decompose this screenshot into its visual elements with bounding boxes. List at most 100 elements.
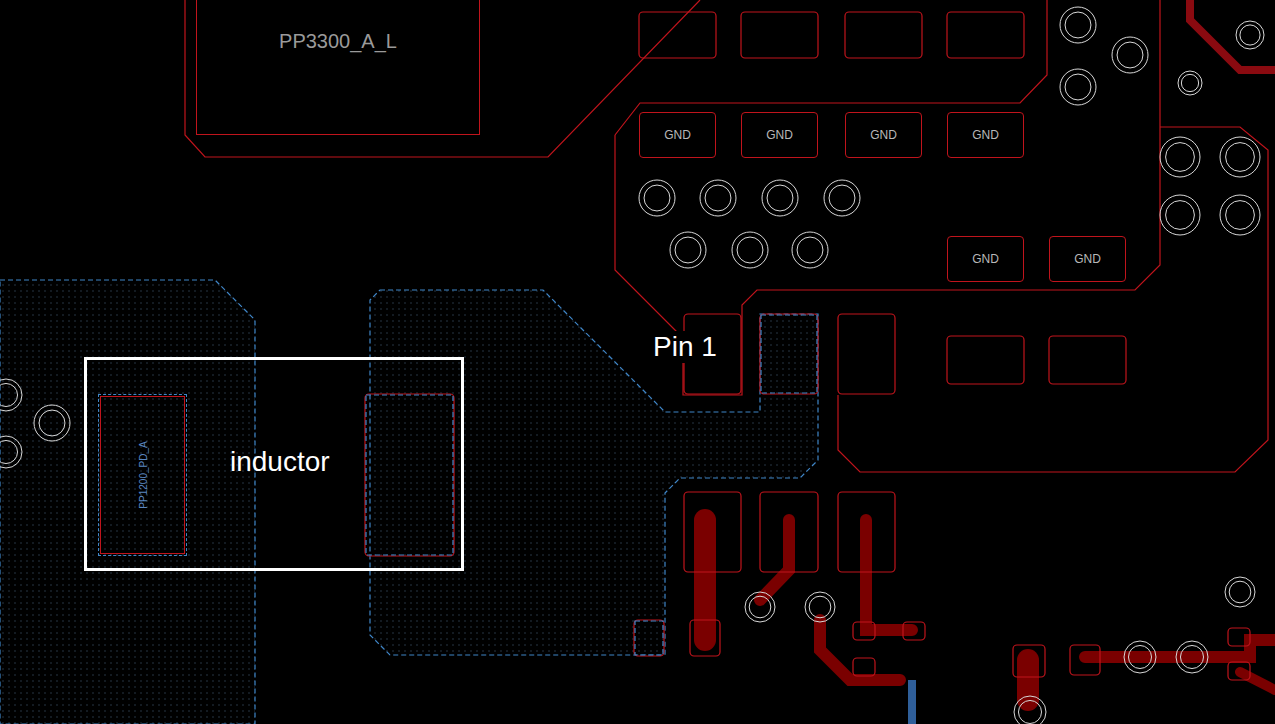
- via-drill: [797, 237, 823, 263]
- trace: [694, 520, 716, 640]
- via-drill: [809, 596, 831, 618]
- gnd-pad: GND: [845, 112, 922, 158]
- via: [639, 180, 675, 216]
- via-drill: [1229, 581, 1251, 603]
- copper-pour: [0, 280, 255, 724]
- trace: [1017, 660, 1039, 700]
- via: [1178, 71, 1202, 95]
- smd-pad: [1228, 628, 1250, 646]
- via: [1060, 7, 1096, 43]
- trace: [1085, 640, 1275, 657]
- pad-group: [365, 12, 1250, 680]
- via-drill: [1180, 645, 1203, 668]
- via-drill: [1166, 201, 1195, 230]
- via: [0, 379, 22, 411]
- via-drill: [1018, 700, 1041, 723]
- via: [1060, 69, 1096, 105]
- smd-pad: [365, 394, 454, 556]
- node-text: GND: [972, 252, 999, 266]
- via-drill: [675, 237, 701, 263]
- via: [792, 232, 828, 268]
- gnd-pad: GND: [1049, 236, 1126, 282]
- via: [805, 592, 835, 622]
- via-drill: [1128, 645, 1151, 668]
- smd-pad: [838, 492, 895, 572]
- via-drill: [644, 185, 670, 211]
- smd-pad: [853, 622, 875, 640]
- smd-pad: [639, 12, 716, 58]
- via: [1225, 577, 1255, 607]
- via-drill: [767, 185, 793, 211]
- trace: [1240, 672, 1275, 690]
- smd-pad: [1228, 662, 1250, 680]
- node-text: PP3300_A_L: [279, 30, 397, 53]
- node-text: GND: [870, 128, 897, 142]
- smd-pad: [853, 658, 875, 676]
- via: [1160, 137, 1200, 177]
- gnd-pad: GND: [639, 112, 716, 158]
- node-text: inductor: [230, 446, 330, 478]
- via: [745, 592, 775, 622]
- smd-pad: [947, 336, 1024, 384]
- gnd-pad: GND: [947, 236, 1024, 282]
- node-text: GND: [766, 128, 793, 142]
- gnd-pad: GND: [741, 112, 818, 158]
- node-text: PP1200_PD_A: [137, 441, 148, 508]
- via: [1014, 696, 1046, 724]
- trace: [760, 520, 789, 600]
- via-drill: [1166, 143, 1195, 172]
- via: [1220, 137, 1260, 177]
- pour-outline: [185, 0, 700, 157]
- pad-pour-edge: [635, 621, 663, 655]
- via-drill: [1065, 74, 1091, 100]
- via: [700, 180, 736, 216]
- via-group: [0, 7, 1264, 724]
- smd-pad: [838, 314, 895, 394]
- pad-pour-edge: [761, 315, 817, 393]
- via-drill: [737, 237, 763, 263]
- smd-pad: [845, 12, 922, 58]
- smd-pad: [760, 492, 818, 572]
- via-drill: [1181, 74, 1198, 91]
- smd-pad: [903, 622, 925, 640]
- smd-pad: [1070, 645, 1100, 675]
- smd-pad: [1049, 336, 1126, 384]
- via: [0, 436, 22, 468]
- smd-pad: [947, 12, 1024, 58]
- smd-pad: [741, 12, 818, 58]
- node-text: GND: [1074, 252, 1101, 266]
- via-drill: [1226, 143, 1255, 172]
- via-drill: [39, 410, 65, 436]
- copper-pour: [370, 290, 818, 655]
- gnd-pad: GND: [947, 112, 1024, 158]
- node-text: GND: [972, 128, 999, 142]
- via: [1176, 641, 1208, 673]
- via: [762, 180, 798, 216]
- inductor-pad: PP1200_PD_A: [98, 394, 187, 556]
- via: [824, 180, 860, 216]
- inductor-outline: inductor PP1200_PD_A: [84, 357, 464, 571]
- trace: [1190, 0, 1275, 70]
- pour-outline: [838, 127, 1268, 472]
- via: [34, 405, 70, 441]
- via: [1112, 37, 1148, 73]
- trace: [866, 520, 912, 630]
- via: [670, 232, 706, 268]
- smd-pad: [760, 314, 818, 394]
- node-text: GND: [664, 128, 691, 142]
- pour-outline: [615, 0, 1160, 395]
- via-drill: [1226, 201, 1255, 230]
- via-drill: [1117, 42, 1143, 68]
- pad-pour-edge: [366, 395, 453, 555]
- via-drill: [1065, 12, 1091, 38]
- copper-pour-label: PP3300_A_L: [196, 0, 480, 135]
- via: [1236, 21, 1264, 49]
- via: [1220, 195, 1260, 235]
- via-drill: [749, 596, 771, 618]
- via-drill: [705, 185, 731, 211]
- via-drill: [829, 185, 855, 211]
- smd-pad: [1013, 645, 1045, 677]
- via-drill: [0, 440, 18, 463]
